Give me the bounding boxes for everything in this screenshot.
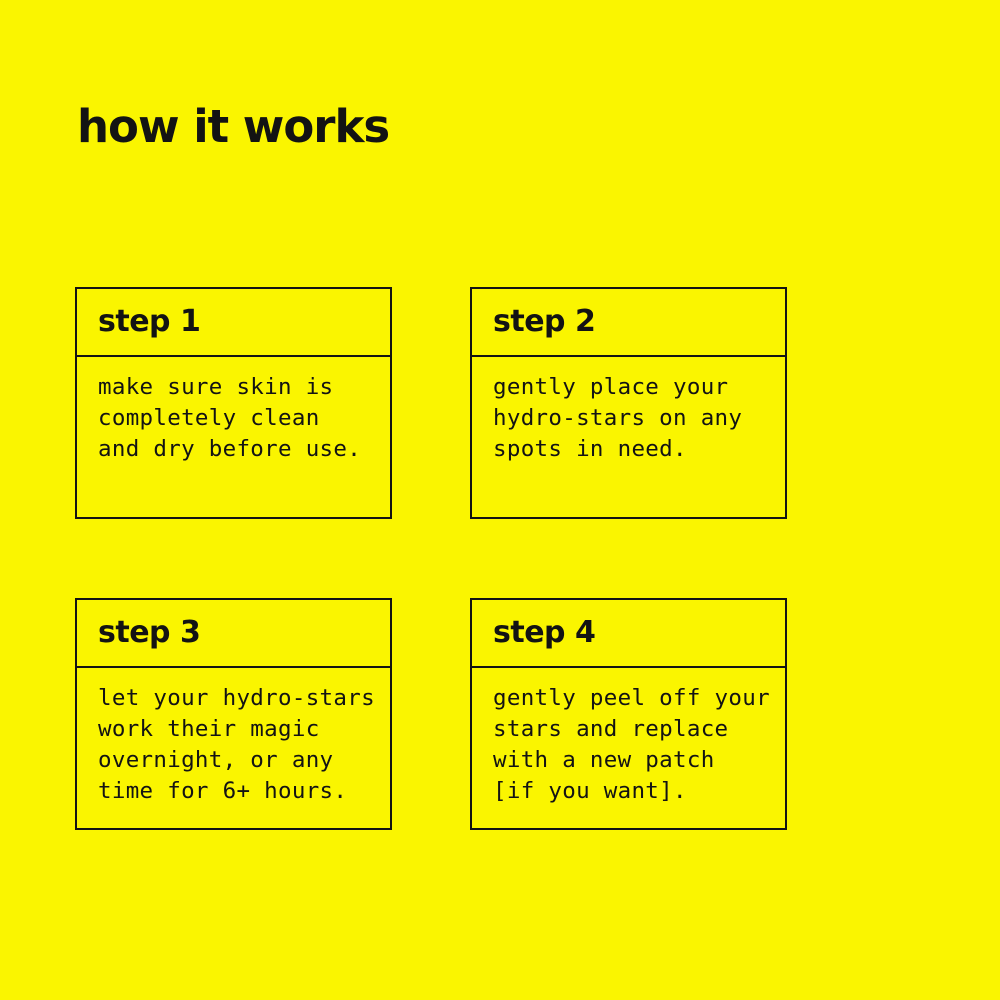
page-title: how it works: [77, 100, 390, 153]
steps-grid: step 1 make sure skin is completely clea…: [75, 287, 787, 830]
step-card-4: step 4 gently peel off your stars and re…: [470, 598, 787, 830]
step-1-label: step 1: [98, 304, 201, 339]
step-card-2: step 2 gently place your hydro-stars on …: [470, 287, 787, 519]
step-3-label: step 3: [98, 615, 201, 650]
step-4-label: step 4: [493, 615, 596, 650]
step-3-description: let your hydro-stars work their magic ov…: [98, 685, 375, 804]
step-2-description: gently place your hydro-stars on any spo…: [493, 374, 743, 462]
step-card-2-header: step 2: [472, 289, 785, 357]
step-card-1-header: step 1: [77, 289, 390, 357]
step-card-3-header: step 3: [77, 600, 390, 668]
step-card-4-header: step 4: [472, 600, 785, 668]
step-card-3: step 3 let your hydro-stars work their m…: [75, 598, 392, 830]
step-1-description: make sure skin is completely clean and d…: [98, 374, 362, 462]
step-4-description: gently peel off your stars and replace w…: [493, 685, 770, 804]
step-card-1: step 1 make sure skin is completely clea…: [75, 287, 392, 519]
step-2-label: step 2: [493, 304, 596, 339]
